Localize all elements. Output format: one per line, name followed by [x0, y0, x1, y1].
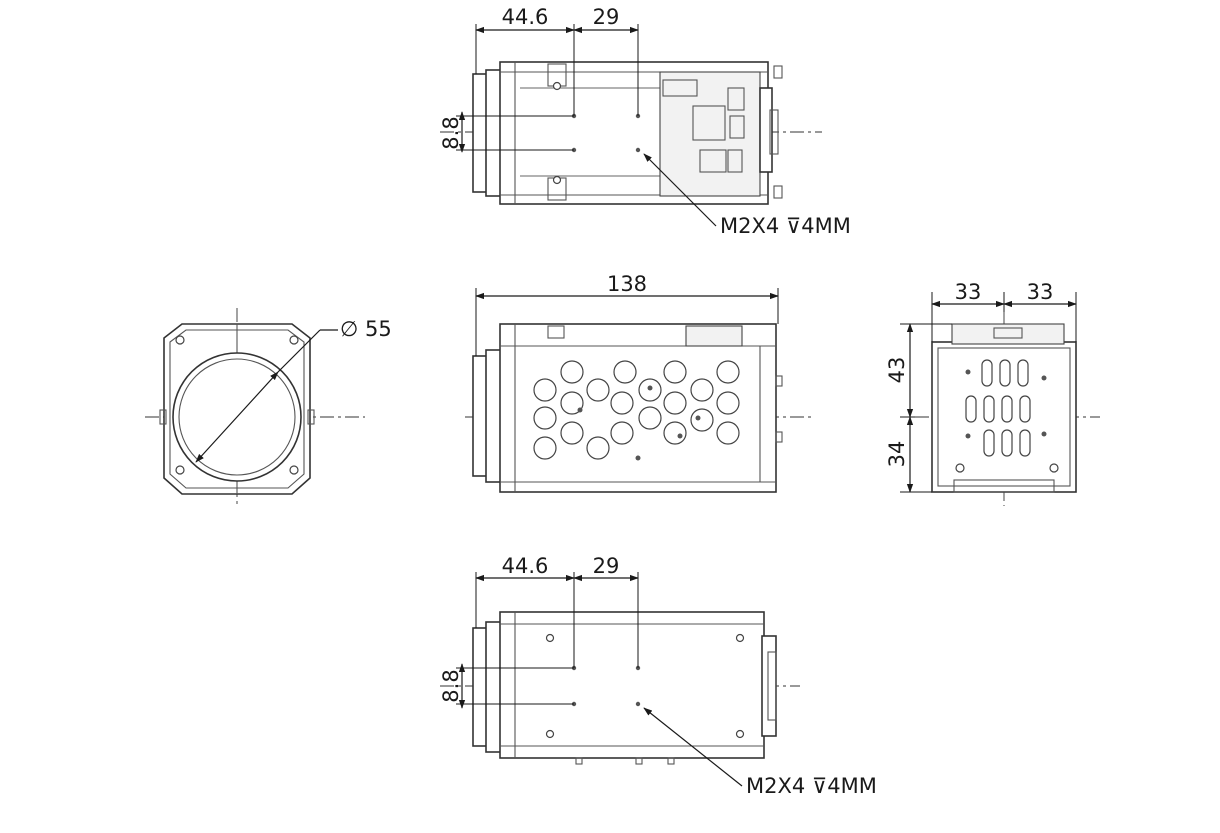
top-dim-29: 29	[593, 5, 620, 29]
front-lens-inner	[178, 358, 296, 476]
top-dim-8-8: 8.8	[439, 116, 463, 149]
bottom-dim-8-8: 8.8	[439, 669, 463, 702]
top-thread-note: M2X4 ⊽4MM	[720, 214, 851, 238]
end-vent-slots	[965, 359, 1031, 457]
bottom-view: 44.6 29 8.8 M2X4 ⊽4MM	[439, 554, 877, 798]
side-lens-flange	[472, 355, 488, 477]
end-dim-33-right: 33	[1027, 280, 1054, 304]
front-view: ∅ 55	[145, 308, 392, 506]
top-lens-flange	[472, 73, 488, 193]
bottom-rear-plate	[761, 635, 777, 737]
end-view: 33 33 43 34	[885, 280, 1100, 506]
bottom-dim-29: 29	[593, 554, 620, 578]
end-dim-34: 34	[885, 441, 909, 468]
end-dim-43: 43	[885, 357, 909, 384]
side-view: 138	[465, 272, 815, 493]
top-dim-44-6: 44.6	[502, 5, 549, 29]
top-rear-connector	[759, 87, 773, 173]
top-pcb	[659, 71, 761, 197]
top-chip	[692, 105, 726, 141]
bottom-body	[499, 611, 765, 759]
end-dim-33-left: 33	[955, 280, 982, 304]
side-pcb-edge	[685, 325, 743, 347]
bottom-dim-44-6: 44.6	[502, 554, 549, 578]
side-dim-138: 138	[607, 272, 647, 296]
top-view: 44.6 29 8.8 M2X4 ⊽4MM	[439, 5, 851, 238]
front-diameter-label: ∅ 55	[340, 317, 392, 341]
bottom-thread-note: M2X4 ⊽4MM	[746, 774, 877, 798]
end-pcb	[951, 323, 1065, 345]
bottom-lens-flange	[472, 627, 488, 747]
